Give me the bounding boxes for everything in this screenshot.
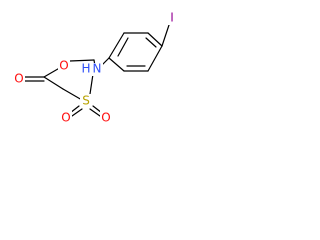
atom-oxygen-ester: O — [59, 59, 68, 73]
bond-aryl-to-iodine — [161, 21, 171, 47]
atom-sulfonyl-oxygen-left: O — [61, 111, 70, 125]
bond-ring-ch2-to-ester-o — [69, 59, 95, 62]
atom-iodine: I — [170, 11, 174, 25]
atom-labels: O O S O O N H I — [13, 11, 176, 125]
carbonyl-double-bond — [24, 76, 45, 82]
molecule-structure: O O S O O N H I — [13, 11, 176, 125]
aryl-ring — [108, 32, 163, 72]
bond-carbonyl-c-to-ch2 — [43, 76, 64, 90]
atom-hydrogen: H — [81, 62, 90, 76]
atom-sulfonyl-oxygen-right: O — [101, 111, 110, 125]
bond-ch2-to-sulfur — [62, 88, 83, 101]
atom-nitrogen: N — [93, 62, 102, 76]
atom-oxygen-carbonyl: O — [14, 72, 23, 86]
atom-sulfur: S — [82, 94, 90, 108]
bond-sulfur-to-nitrogen — [89, 73, 94, 95]
